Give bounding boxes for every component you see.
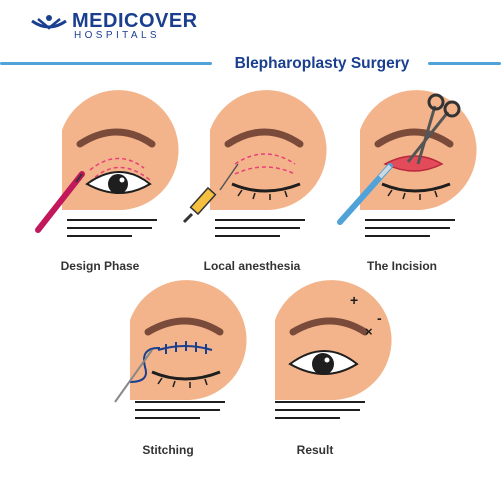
stage-label-the-incision: The Incision bbox=[366, 259, 437, 273]
brand-subtitle: HOSPITALS bbox=[74, 30, 160, 41]
needle-thread-icon bbox=[114, 346, 161, 403]
closed-eyelid bbox=[231, 182, 301, 193]
stage-result: + - × bbox=[245, 280, 395, 432]
surgical-pen-icon bbox=[35, 171, 85, 233]
stage-label-local-anesthesia: Local anesthesia bbox=[203, 259, 301, 273]
incision-illustration bbox=[337, 90, 477, 237]
title-banner: Blepharoplasty Surgery bbox=[0, 54, 501, 74]
sparkle-minus-icon: - bbox=[377, 310, 382, 326]
closed-eyelid bbox=[381, 182, 451, 193]
page-title: Blepharoplasty Surgery bbox=[234, 55, 410, 72]
medicover-logo: MEDICOVER HOSPITALS bbox=[30, 10, 200, 41]
syringe-icon bbox=[182, 163, 239, 224]
marking-lower bbox=[89, 157, 145, 171]
scalpel-icon bbox=[337, 163, 393, 225]
eyebrow bbox=[374, 128, 454, 148]
scissors-icon bbox=[406, 93, 461, 165]
stage-label-result: Result bbox=[296, 443, 334, 457]
stage-label-stitching: Stitching bbox=[142, 443, 194, 457]
logo-mark-icon bbox=[31, 15, 67, 30]
stage-design-phase bbox=[32, 90, 179, 252]
eyebrow bbox=[144, 317, 224, 336]
skin-shape bbox=[210, 90, 327, 210]
design-phase-illustration bbox=[35, 90, 179, 237]
skin-shape bbox=[130, 280, 247, 400]
stitching-illustration bbox=[114, 280, 247, 419]
marking-upper bbox=[234, 153, 296, 165]
stage-label-design-phase: Design Phase bbox=[60, 259, 140, 273]
closed-eyelid bbox=[151, 370, 221, 381]
banner-line-right bbox=[428, 62, 501, 65]
stage-local-anesthesia bbox=[180, 90, 327, 252]
eyebrow bbox=[76, 128, 156, 148]
stage-the-incision bbox=[330, 90, 480, 252]
marking-lower bbox=[234, 166, 296, 175]
stage-stitching bbox=[100, 280, 247, 432]
local-anesthesia-illustration bbox=[182, 90, 327, 237]
pupil bbox=[312, 353, 334, 375]
incision-area bbox=[383, 155, 444, 172]
eyebrow bbox=[289, 317, 369, 336]
brand-name: MEDICOVER bbox=[72, 10, 198, 32]
result-illustration bbox=[275, 280, 392, 419]
banner-line-left bbox=[0, 62, 212, 65]
eyebrow bbox=[224, 128, 304, 148]
pupil bbox=[108, 174, 128, 194]
skin-shape bbox=[275, 280, 392, 400]
sparkle-plus-icon: + bbox=[350, 292, 359, 308]
sparkle-cross-icon: × bbox=[365, 324, 373, 339]
